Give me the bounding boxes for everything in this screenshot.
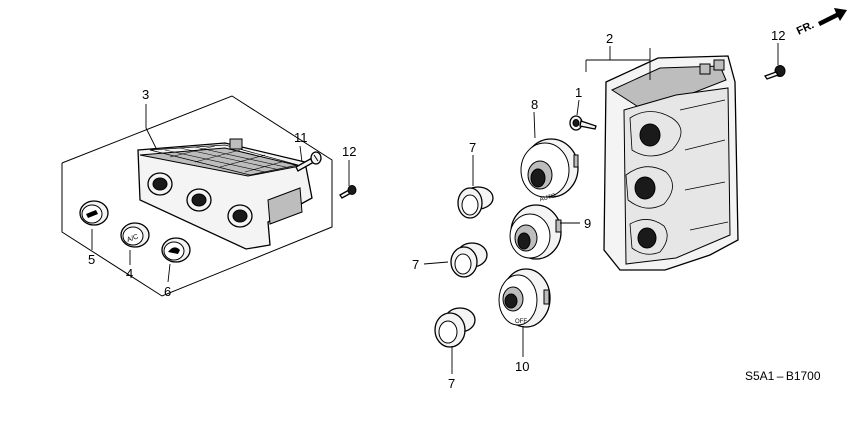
dial-10: OFF (498, 268, 551, 328)
callout-3: 3 (142, 87, 149, 102)
screw-12-left (339, 185, 357, 199)
screw-1 (569, 115, 597, 131)
callout-7-top: 7 (469, 140, 476, 155)
callout-labels: 3 11 12 5 4 6 7 8 7 9 7 10 1 2 12 (88, 28, 785, 391)
callout-8: 8 (531, 97, 538, 112)
callout-9: 9 (584, 216, 591, 231)
knob-7-bottom (434, 307, 476, 348)
dial-10-label: OFF (515, 319, 527, 325)
callout-5: 5 (88, 252, 95, 267)
callout-4: 4 (126, 266, 133, 281)
control-panel-assembly-group: A/C (61, 95, 357, 297)
callout-10: 10 (515, 359, 529, 374)
control-panel-body (137, 138, 313, 250)
front-direction-indicator: FR. (795, 8, 847, 38)
knob-7-top (457, 186, 494, 219)
knob-7-middle (450, 242, 488, 278)
callout-1: 1 (575, 85, 582, 100)
callout-2: 2 (606, 31, 613, 46)
ac-knob-label: A/C (126, 233, 139, 244)
callout-7-bottom: 7 (448, 376, 455, 391)
callout-2-bracket (585, 46, 651, 80)
diagram-code: S5A1 – B1700 (745, 369, 821, 383)
dial-9 (509, 204, 562, 260)
button-knob-6 (161, 237, 191, 263)
front-direction-label: FR. (795, 19, 816, 37)
callout-6: 6 (164, 284, 171, 299)
button-knob-4: A/C (120, 222, 150, 248)
callout-7-middle: 7 (412, 257, 419, 272)
assembly-3-outline (61, 95, 333, 297)
control-unit-assembly (603, 55, 739, 271)
front-arrow-icon (818, 8, 847, 26)
screw-11 (295, 151, 322, 172)
dial-8: AUTO (520, 138, 579, 203)
callout-11: 11 (294, 130, 308, 145)
callout-12-right: 12 (771, 28, 785, 43)
screw-12-right (764, 65, 786, 80)
button-knob-5 (79, 200, 109, 226)
dial-8-label: AUTO (539, 193, 557, 203)
callout-12-left: 12 (342, 144, 356, 159)
